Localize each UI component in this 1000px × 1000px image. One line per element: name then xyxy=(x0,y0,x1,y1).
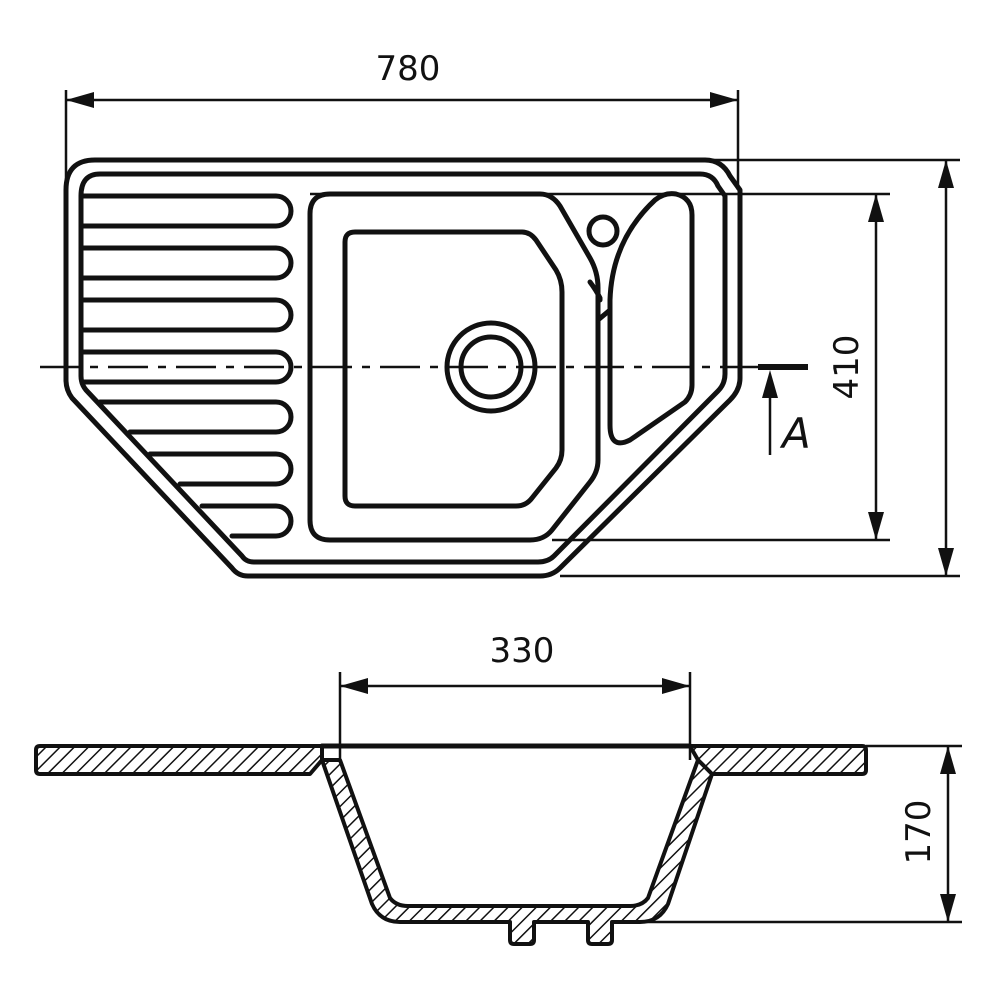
dim-170-label: 170 xyxy=(899,800,939,865)
deck-right xyxy=(688,744,868,776)
rib xyxy=(79,193,294,229)
main-bowl-outer xyxy=(307,191,601,543)
top-view: A 780 410 xyxy=(40,49,960,579)
section-label: A xyxy=(779,409,811,458)
dim-780-arrow-left xyxy=(66,92,94,108)
dim-330-arrow-left xyxy=(340,678,368,694)
dim-170-arrow-top xyxy=(940,746,956,774)
rib xyxy=(97,399,294,435)
faucet-hole xyxy=(586,214,620,248)
rib xyxy=(79,297,294,333)
dim-170-arrow-bottom xyxy=(940,894,956,922)
dim-780-label: 780 xyxy=(376,49,441,89)
small-bowl-outer xyxy=(607,191,695,446)
dim-410-arrow-bottom xyxy=(868,512,884,540)
dim-410-label: 410 xyxy=(827,335,867,400)
dim-330-arrow-right xyxy=(662,678,690,694)
dim-overall-arrow-bottom xyxy=(938,548,954,576)
rib xyxy=(79,245,294,281)
dim-330-label: 330 xyxy=(490,631,555,671)
bowl-section xyxy=(320,758,714,946)
bowl-divider xyxy=(595,307,613,323)
rib xyxy=(147,451,294,487)
section-arrow-head xyxy=(762,370,778,398)
small-bowl-inner xyxy=(587,279,603,303)
section-view: 330 170 xyxy=(34,631,962,946)
deck-left xyxy=(34,744,324,776)
sink-inner-rim xyxy=(78,171,728,565)
dim-410-arrow-top xyxy=(868,194,884,222)
dim-overall-arrow-top xyxy=(938,160,954,188)
sink-outer-rim xyxy=(63,157,743,579)
rib xyxy=(199,503,294,539)
dim-780-arrow-right xyxy=(710,92,738,108)
rib xyxy=(79,349,294,385)
drainboard-ribs xyxy=(79,193,294,539)
main-bowl-inner xyxy=(342,229,565,509)
